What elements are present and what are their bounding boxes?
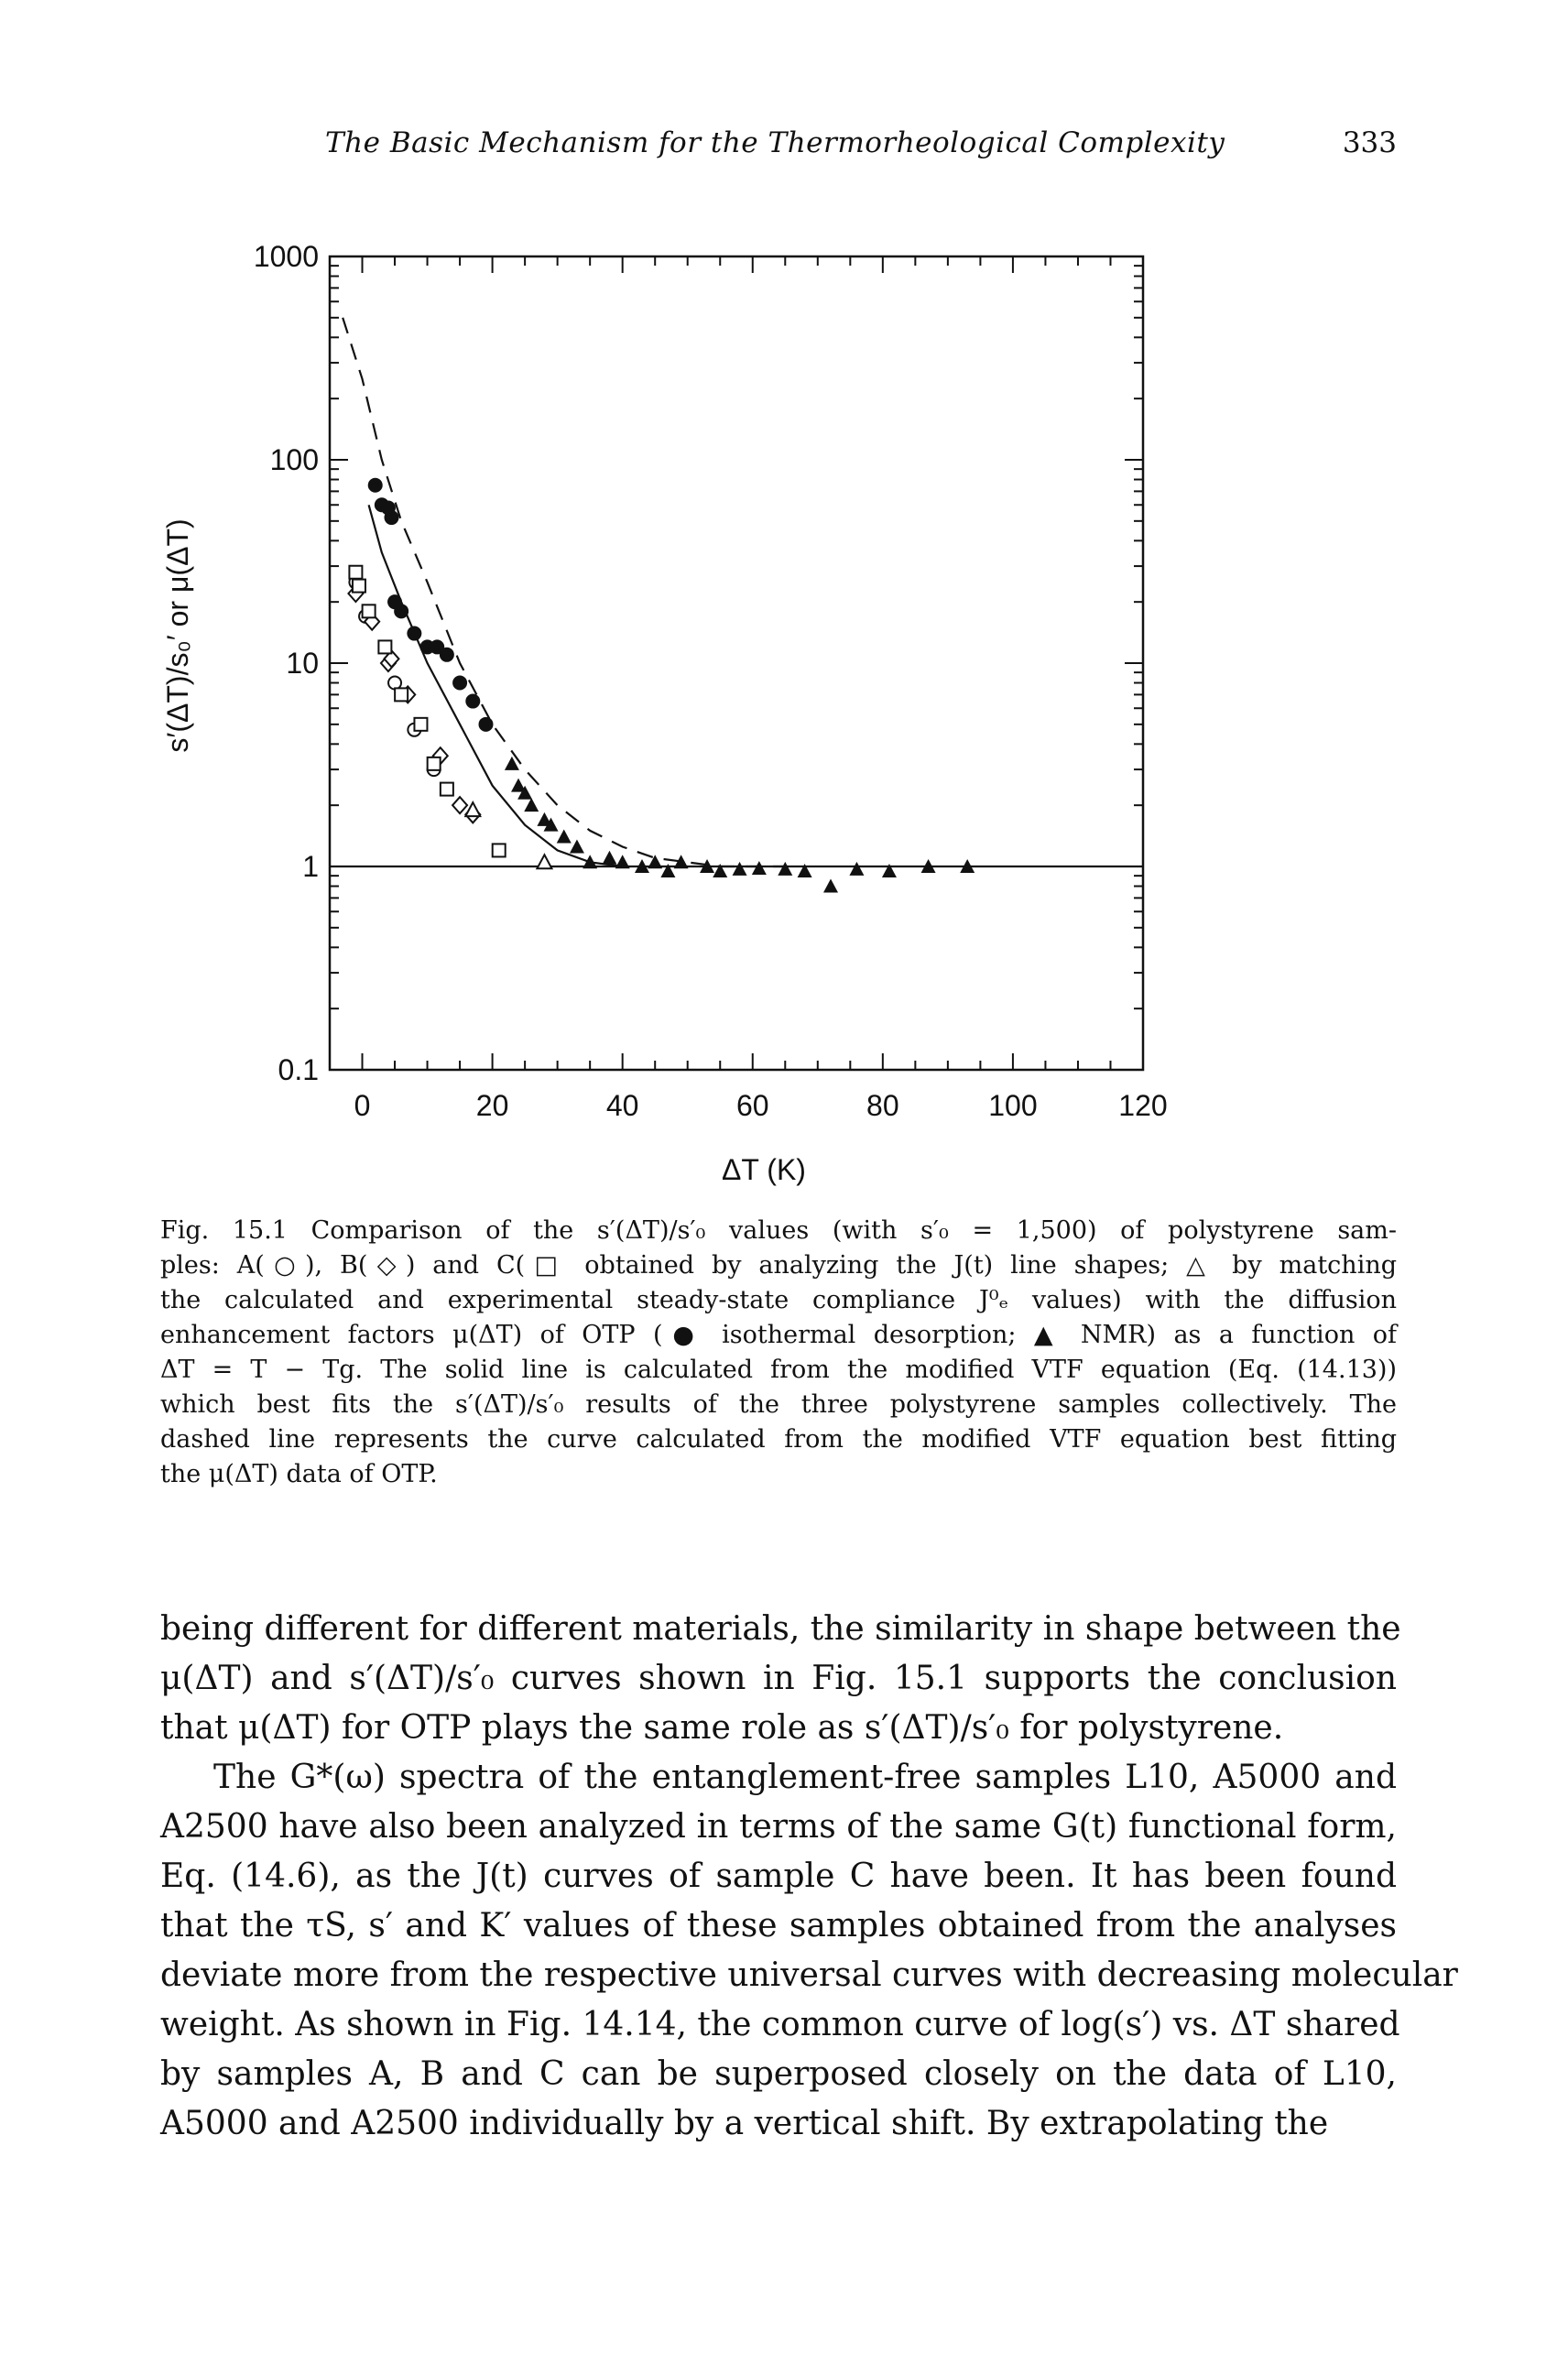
x-tick-label: 40 (606, 1089, 639, 1122)
y-tick-label: 10 (286, 647, 319, 680)
data-point-filled-circle (465, 693, 481, 709)
data-point-open-square (439, 781, 454, 797)
data-point-filled-circle (394, 604, 409, 619)
y-tick-label: 100 (270, 443, 319, 476)
page-number: 333 (1342, 126, 1397, 159)
body-line: weight. As shown in Fig. 14.14, the comm… (160, 2006, 1400, 2043)
figure-15-1-chart: 0 20 40 60 80 100 120 0.1 1 10 100 1000 ΔT (K) s′(ΔT)… (161, 240, 1168, 1186)
data-point-filled-triangle (797, 863, 812, 877)
data-point-filled-triangle (537, 812, 552, 826)
data-point-filled-triangle (602, 850, 617, 865)
data-point-filled-triangle (960, 859, 975, 873)
page-header: The Basic Mechanism for the Thermorheolo… (325, 126, 1397, 172)
body-line: A5000 and A2500 individually by a vertic… (160, 2105, 1329, 2142)
caption-line: ΔT = T − Tg. The solid line is calculate… (160, 1356, 1397, 1384)
x-tick-label: 60 (736, 1089, 769, 1122)
data-point-open-square (491, 843, 506, 858)
data-point-filled-circle (439, 647, 454, 662)
data-point-filled-triangle (881, 863, 897, 877)
caption-line: Fig. 15.1 Comparison of the s′(ΔT)/s′₀ v… (160, 1216, 1397, 1245)
dashed-fit-curve (342, 317, 786, 868)
data-point-filled-circle (452, 675, 468, 691)
body-line: μ(ΔT) and s′(ΔT)/s′₀ curves shown in Fig… (160, 1660, 1397, 1697)
data-point-filled-triangle (660, 863, 676, 877)
x-tick-label: 120 (1118, 1089, 1167, 1122)
solid-fit-curve (367, 505, 623, 868)
data-point-filled-triangle (583, 855, 598, 869)
data-point-open-square (351, 578, 366, 594)
figure-caption: Fig. 15.1 Comparison of the s′(ΔT)/s′₀ v… (160, 1214, 1397, 1492)
caption-line: dashed line represents the curve calcula… (160, 1425, 1397, 1454)
data-point-open-diamond (383, 648, 400, 669)
data-point-open-diamond (451, 795, 469, 815)
data-point-filled-triangle (615, 855, 630, 869)
caption-line: enhancement factors μ(ΔT) of OTP (● isot… (160, 1321, 1397, 1349)
data-point-filled-triangle (849, 861, 865, 876)
body-line: deviate more from the respective univers… (160, 1956, 1458, 1994)
data-point-filled-triangle (751, 860, 767, 875)
data-point-filled-triangle (778, 861, 793, 876)
data-point-filled-triangle (732, 861, 747, 876)
body-line: The G*(ω) spectra of the entanglement-fr… (213, 1759, 1397, 1796)
data-point-filled-circle (384, 510, 399, 526)
data-point-filled-triangle (920, 859, 936, 873)
data-point-filled-triangle (673, 855, 689, 869)
body-line: being different for different materials,… (160, 1610, 1401, 1648)
y-tick-label: 1 (302, 850, 319, 883)
body-line: by samples A, B and C can be superposed … (160, 2055, 1397, 2093)
body-line: Eq. (14.6), as the J(t) curves of sample… (160, 1857, 1397, 1895)
x-tick-label: 20 (476, 1089, 509, 1122)
x-tick-label: 80 (866, 1089, 899, 1122)
data-point-filled-circle (367, 477, 383, 493)
data-point-filled-triangle (569, 839, 584, 854)
data-point-open-triangle (535, 853, 554, 870)
data-point-open-square (348, 564, 364, 580)
data-point-open-square (394, 687, 409, 703)
y-tick-label: 0.1 (278, 1053, 319, 1086)
caption-line: which best fits the s′(ΔT)/s′₀ results o… (160, 1390, 1397, 1419)
y-axis-label: s′(ΔT)/s₀′ or μ(ΔT) (161, 518, 194, 752)
caption-line: ples: A(○), B(◇) and C(□ obtained by ana… (160, 1251, 1397, 1280)
data-point-filled-triangle (823, 878, 839, 893)
data-point-filled-triangle (504, 756, 519, 770)
data-point-filled-triangle (648, 855, 663, 869)
y-tick-label: 1000 (254, 240, 319, 273)
data-point-filled-triangle (543, 817, 559, 832)
caption-line: the calculated and experimental steady-s… (160, 1286, 1397, 1314)
paragraph-1: being different for different materials,… (160, 1605, 1401, 1753)
caption-line: the μ(ΔT) data of OTP. (160, 1460, 438, 1488)
paragraph-2: The G*(ω) spectra of the entanglement-fr… (160, 1753, 1458, 2149)
data-point-open-triangle (463, 800, 482, 818)
data-point-filled-circle (407, 626, 422, 641)
x-tick-label: 0 (354, 1089, 371, 1122)
body-text: being different for different materials,… (160, 1605, 1458, 2149)
data-point-open-square (413, 716, 429, 732)
data-point-open-square (426, 756, 441, 771)
data-point-filled-triangle (634, 859, 649, 873)
body-line: that μ(ΔT) for OTP plays the same role a… (160, 1709, 1284, 1747)
data-point-open-square (377, 639, 393, 655)
body-line: that the τS, s′ and K′ values of these s… (160, 1907, 1397, 1945)
data-point-filled-triangle (556, 829, 572, 844)
data-point-filled-triangle (700, 859, 715, 873)
body-line: A2500 have also been analyzed in terms o… (160, 1808, 1397, 1846)
x-tick-label: 100 (988, 1089, 1037, 1122)
x-axis-label: ΔT (K) (722, 1153, 806, 1186)
data-point-filled-triangle (517, 785, 533, 800)
data-point-filled-triangle (511, 778, 527, 792)
running-title: The Basic Mechanism for the Thermorheolo… (325, 126, 1225, 159)
data-point-filled-circle (478, 716, 494, 732)
data-point-open-square (361, 604, 376, 619)
data-point-filled-triangle (713, 863, 728, 877)
plot-frame (328, 255, 1145, 1072)
data-point-filled-triangle (524, 798, 539, 812)
